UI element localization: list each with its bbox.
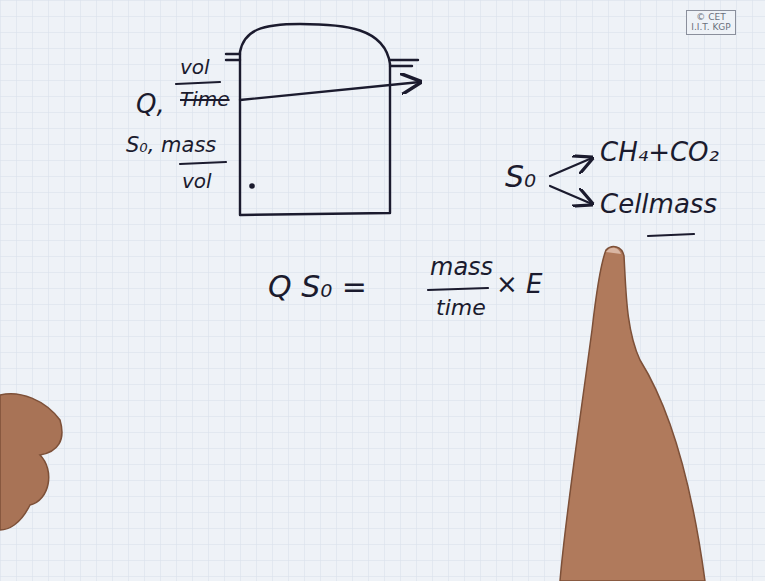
product-formula: CH₄+CO₂ — [600, 138, 719, 167]
unit-numerator: mass — [430, 254, 493, 280]
equation-term: Q S₀ = — [268, 270, 367, 303]
flow-symbol: Q, — [136, 90, 165, 119]
unit-numerator: vol — [180, 56, 210, 78]
watermark: © CET I.I.T. KGP — [686, 10, 736, 35]
product-name: Cellmass — [600, 190, 717, 219]
reaction-arrows — [550, 158, 592, 204]
concentration-symbol: S₀, mass — [126, 134, 216, 157]
equation-term: × E — [496, 270, 542, 299]
unit-denominator: vol — [182, 170, 212, 192]
substrate-symbol: S₀ — [505, 160, 536, 193]
unit-denominator: Time — [180, 88, 230, 110]
digester-tank — [226, 24, 420, 215]
presenter-hands — [0, 247, 705, 581]
unit-denominator: time — [436, 296, 486, 320]
